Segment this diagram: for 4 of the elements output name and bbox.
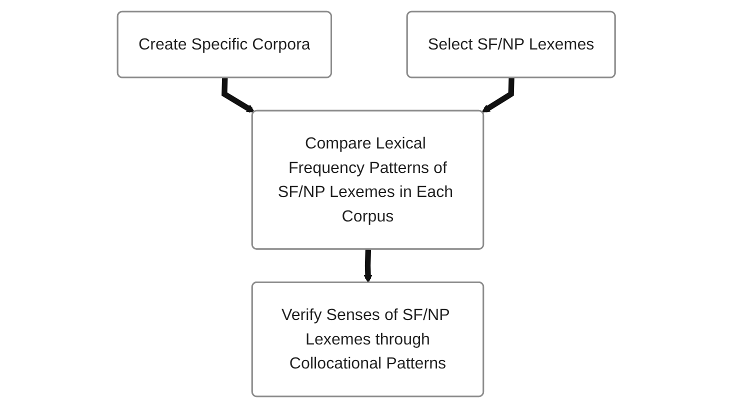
flowchart: Create Specific Corpora Select SF/NP Lexemes Compare Lexical Frequency Patterns of SF/NP Lexemes in Each Corpus Verify Senses of SF/NP Lexemes through Collocational Patterns	[110, 4, 623, 404]
arrow	[364, 249, 372, 284]
arrow	[222, 78, 255, 113]
arrow	[482, 78, 515, 113]
